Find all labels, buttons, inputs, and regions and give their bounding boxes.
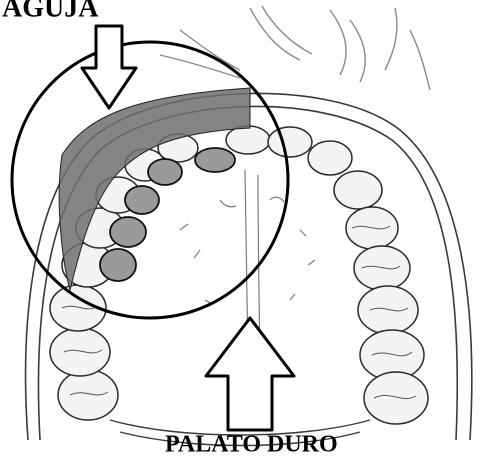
top-label: AGUJA <box>2 0 99 23</box>
bottom-label: PALATO DURO <box>165 432 338 458</box>
